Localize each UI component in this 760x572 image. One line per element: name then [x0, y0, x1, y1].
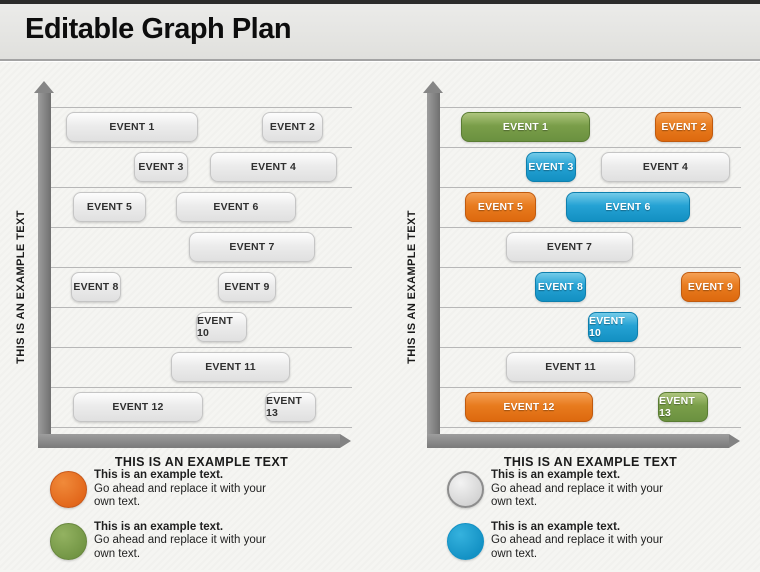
event-box[interactable]: EVENT 10	[196, 312, 247, 342]
legend-body: Go ahead and replace it with your own te…	[491, 534, 663, 560]
event-box[interactable]: EVENT 3	[526, 152, 576, 182]
legend-item: This is an example text. Go ahead and re…	[447, 521, 747, 562]
event-box[interactable]: EVENT 7	[189, 232, 315, 262]
header: Editable Graph Plan	[0, 0, 760, 61]
x-axis	[427, 434, 740, 448]
event-box[interactable]: EVENT 5	[73, 192, 146, 222]
chart-right: EVENT 1 EVENT 2 EVENT 3 EVENT 4 EVENT 5 EVENT…	[423, 81, 743, 482]
silver-circle-icon[interactable]	[447, 471, 484, 508]
event-box[interactable]: EVENT 6	[566, 192, 690, 222]
blue-circle-icon[interactable]	[447, 522, 484, 560]
event-box[interactable]: EVENT 2	[262, 112, 323, 142]
event-box[interactable]: EVENT 12	[73, 392, 203, 422]
x-axis-label: THIS IS AN EXAMPLE TEXT	[114, 455, 289, 469]
event-box[interactable]: EVENT 5	[465, 192, 536, 222]
chart-left: EVENT 1 EVENT 2 EVENT 3 EVENT 4 EVENT 5 EVENT…	[34, 81, 354, 482]
up-arrow-icon	[34, 81, 54, 93]
event-box[interactable]: EVENT 12	[465, 392, 593, 422]
legend-body: Go ahead and replace it with your own te…	[94, 534, 266, 560]
legend-title: This is an example text.	[491, 469, 621, 481]
y-axis-label: THIS IS AN EXAMPLE TEXT	[15, 210, 27, 364]
event-box[interactable]: EVENT 13	[658, 392, 708, 422]
event-box[interactable]: EVENT 10	[588, 312, 638, 342]
orange-circle-icon[interactable]	[50, 471, 87, 508]
event-box[interactable]: EVENT 7	[506, 232, 633, 262]
page-title: Editable Graph Plan	[25, 13, 292, 45]
plot-left: EVENT 1 EVENT 2 EVENT 3 EVENT 4 EVENT 5 EVENT…	[51, 107, 352, 428]
event-box[interactable]: EVENT 1	[461, 112, 590, 142]
event-box[interactable]: EVENT 1	[66, 112, 198, 142]
y-axis	[423, 81, 443, 448]
event-box[interactable]: EVENT 9	[218, 272, 276, 302]
event-box[interactable]: EVENT 13	[265, 392, 316, 422]
event-box[interactable]: EVENT 4	[210, 152, 337, 182]
event-box[interactable]: EVENT 8	[71, 272, 121, 302]
event-box[interactable]: EVENT 11	[506, 352, 635, 382]
event-box[interactable]: EVENT 2	[655, 112, 713, 142]
event-box[interactable]: EVENT 11	[171, 352, 290, 382]
legend-item: This is an example text. Go ahead and re…	[50, 469, 350, 510]
x-axis	[38, 434, 351, 448]
y-axis	[34, 81, 54, 448]
legend-left: This is an example text. Go ahead and re…	[50, 469, 350, 572]
event-box[interactable]: EVENT 3	[134, 152, 188, 182]
legend-item: This is an example text. Go ahead and re…	[50, 521, 350, 562]
y-axis-label: THIS IS AN EXAMPLE TEXT	[406, 210, 418, 364]
green-circle-icon[interactable]	[50, 522, 87, 560]
legend-body: Go ahead and replace it with your own te…	[491, 482, 663, 509]
x-axis-label: THIS IS AN EXAMPLE TEXT	[503, 455, 678, 469]
right-arrow-icon	[729, 434, 740, 448]
legend-title: This is an example text.	[94, 520, 224, 533]
event-box[interactable]: EVENT 8	[535, 272, 586, 302]
legend-title: This is an example text.	[94, 469, 224, 481]
legend-item: This is an example text. Go ahead and re…	[447, 469, 747, 510]
legend-body: Go ahead and replace it with your own te…	[94, 482, 266, 509]
up-arrow-icon	[423, 81, 443, 93]
event-box[interactable]: EVENT 4	[601, 152, 730, 182]
plot-right: EVENT 1 EVENT 2 EVENT 3 EVENT 4 EVENT 5 EVENT…	[440, 107, 741, 428]
right-arrow-icon	[340, 434, 351, 448]
legend-right: This is an example text. Go ahead and re…	[447, 469, 747, 572]
event-box[interactable]: EVENT 9	[681, 272, 740, 302]
legend-title: This is an example text.	[491, 520, 621, 533]
event-box[interactable]: EVENT 6	[176, 192, 296, 222]
